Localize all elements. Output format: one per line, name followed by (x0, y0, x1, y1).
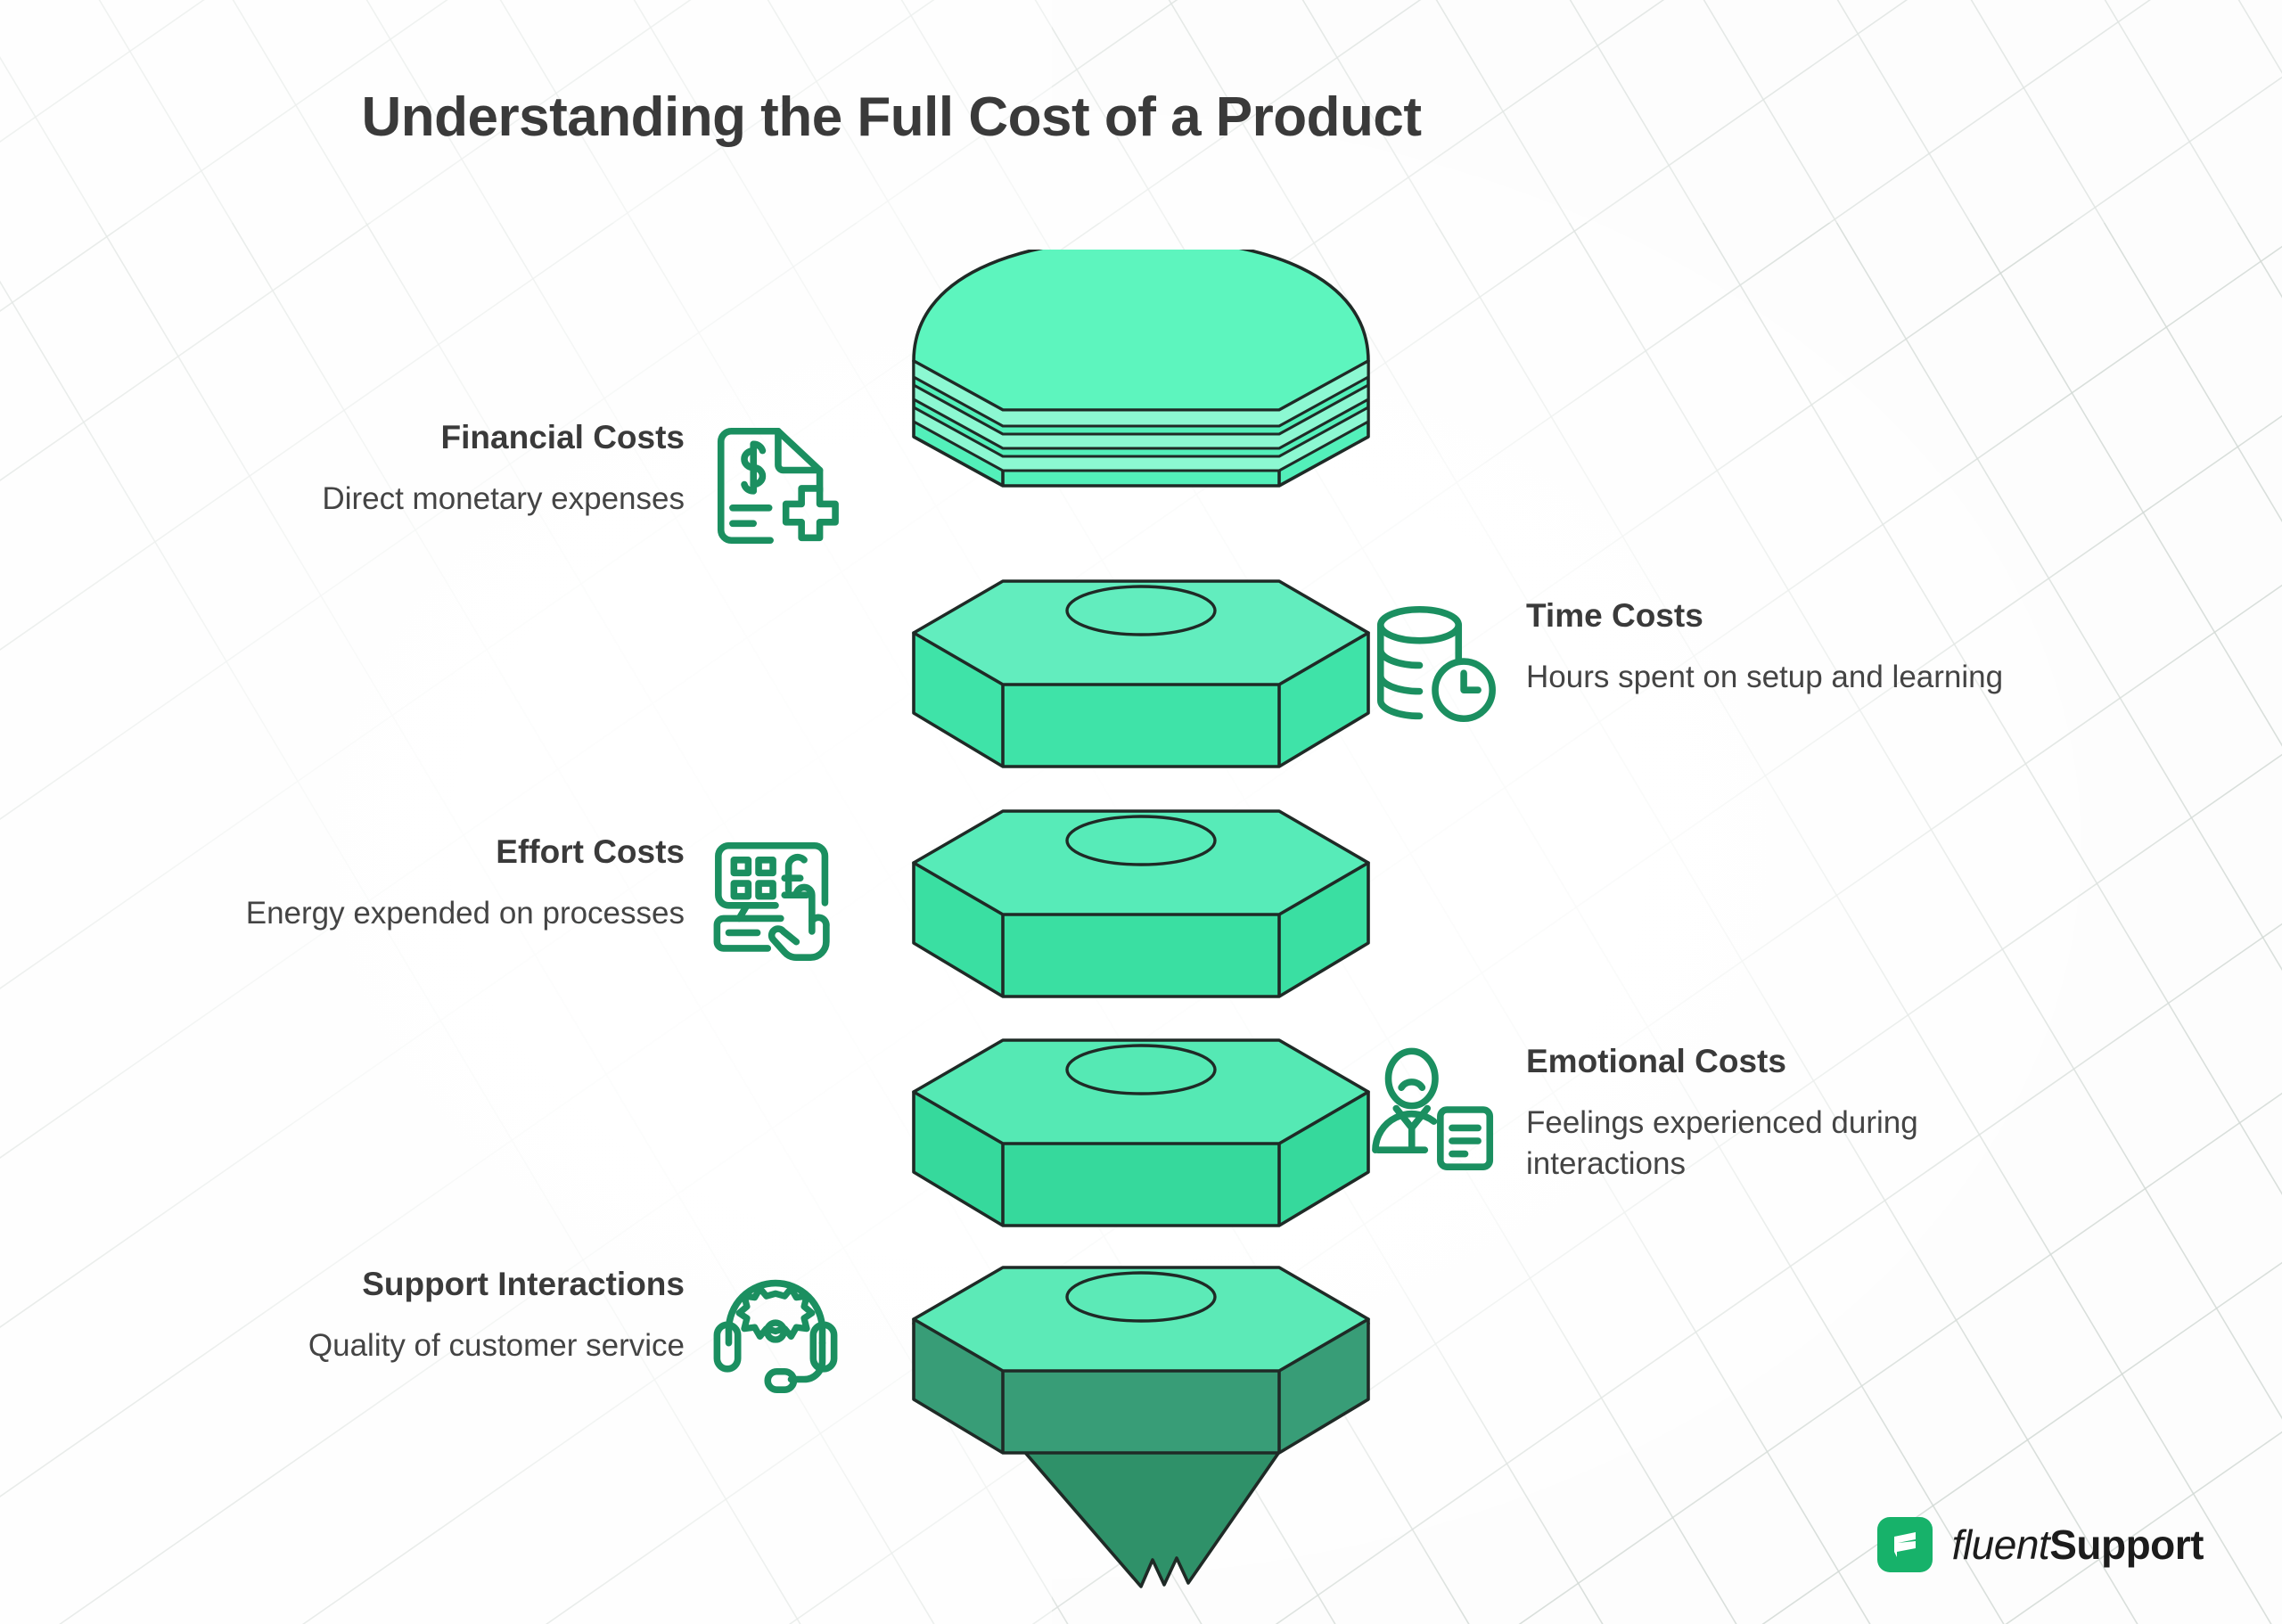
fluent-support-logo-mark (1876, 1517, 1933, 1572)
cost-item-financial: Financial Costs Direct monetary expenses (134, 419, 847, 553)
headset-gear-icon (704, 1266, 847, 1399)
cost-item-support-title: Support Interactions (362, 1266, 685, 1302)
cost-item-emotional: Emotional Costs Feelings experienced dur… (1364, 1043, 2148, 1185)
stack-layer-5-hole (1065, 1271, 1217, 1323)
cost-item-financial-text: Financial Costs Direct monetary expenses (185, 419, 685, 520)
stack-layer-3-hole (1065, 815, 1217, 866)
brand-logo: fluentSupport (1876, 1517, 2204, 1572)
cost-item-emotional-title: Emotional Costs (1526, 1043, 1786, 1079)
layered-cost-stack-diagram (874, 250, 1408, 1604)
brand-word-fluent: fluent (1951, 1521, 2050, 1568)
stack-layer-1-stripe-c (912, 406, 1370, 472)
cost-item-support-text: Support Interactions Quality of customer… (132, 1266, 685, 1366)
cost-item-effort: Effort Costs Energy expended on processe… (178, 833, 847, 967)
person-sad-document-icon (1364, 1043, 1506, 1177)
cost-item-time: Time Costs Hours spent on setup and lear… (1364, 597, 2122, 731)
brand-word-support: Support (2049, 1521, 2204, 1568)
cost-item-emotional-description: Feelings experienced during interactions (1526, 1104, 1918, 1181)
page-title: Understanding the Full Cost of a Product (361, 86, 1423, 148)
stack-layer-2-hole (1065, 585, 1217, 636)
brand-wordmark: fluentSupport (1952, 1524, 2204, 1565)
invoice-dollar-plus-icon (704, 419, 847, 553)
cost-item-financial-description: Direct monetary expenses (322, 480, 685, 516)
cost-item-effort-description: Energy expended on processes (245, 895, 685, 931)
database-clock-icon (1364, 597, 1506, 731)
cost-item-support-description: Quality of customer service (308, 1327, 685, 1363)
stack-layer-1-stripe-a (912, 359, 1370, 428)
cost-item-time-title: Time Costs (1526, 597, 1703, 634)
stack-layer-4-hole (1065, 1044, 1217, 1095)
cost-item-support: Support Interactions Quality of customer… (107, 1266, 847, 1399)
stack-layer-1-stripe-b (912, 383, 1370, 450)
cost-item-effort-text: Effort Costs Energy expended on processe… (239, 833, 685, 934)
cost-item-financial-title: Financial Costs (440, 419, 685, 455)
cost-item-effort-title: Effort Costs (496, 833, 685, 870)
cost-item-time-text: Time Costs Hours spent on setup and lear… (1526, 597, 2043, 698)
calculator-hand-icon (704, 833, 847, 967)
cost-item-emotional-text: Emotional Costs Feelings experienced dur… (1526, 1043, 2079, 1185)
stack-layer-1-top (912, 250, 1370, 412)
cost-item-time-description: Hours spent on setup and learning (1526, 659, 2004, 694)
